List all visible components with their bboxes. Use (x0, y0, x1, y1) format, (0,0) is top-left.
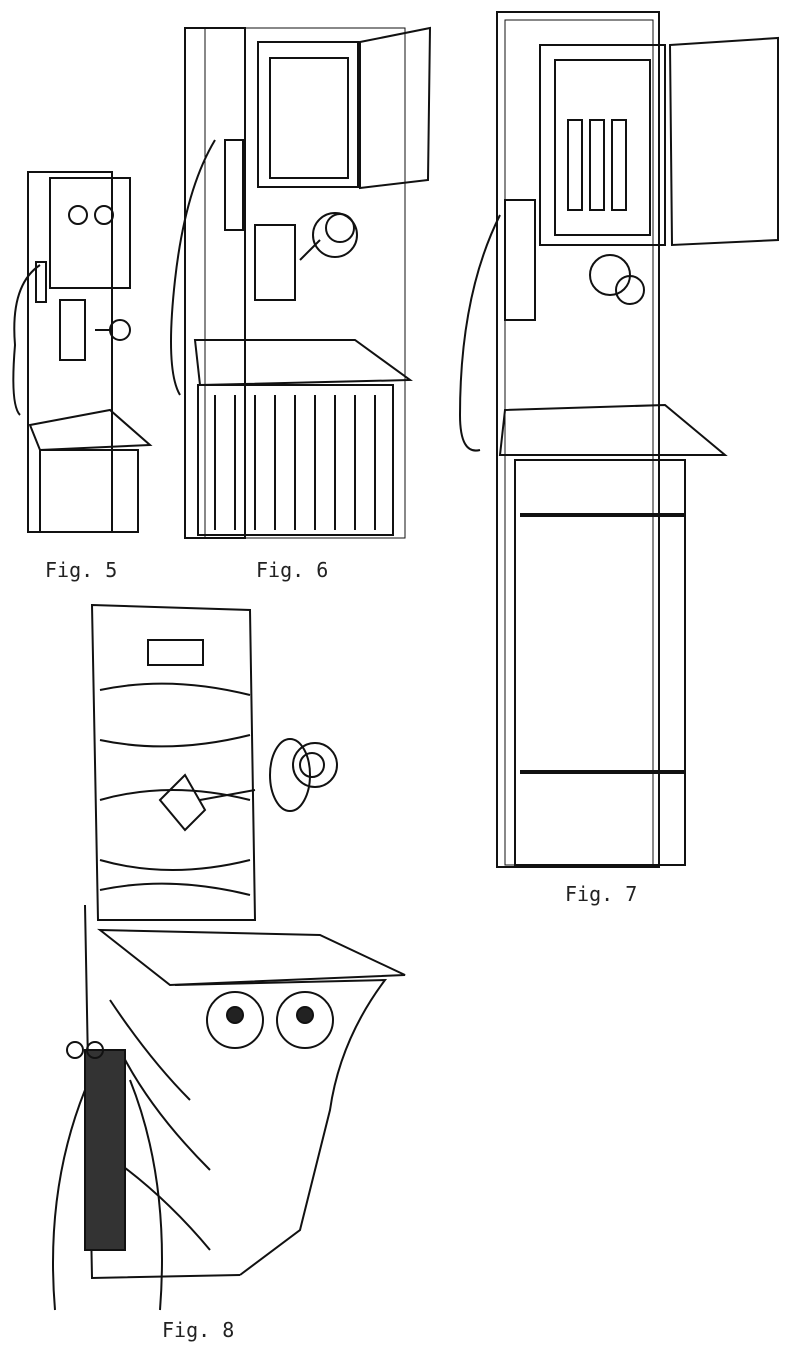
fig6-coin-telephone-illustration (170, 26, 432, 539)
figure-caption: Fig. 5 (45, 558, 118, 582)
figure-caption: Fig. 6 (256, 558, 329, 582)
fig7-coin-telephone-illustration (458, 11, 779, 868)
fig5-wall-telephone-illustration (12, 171, 153, 533)
figure-caption: Fig. 8 (162, 1318, 235, 1342)
fig8-wall-telephone-illustration (52, 603, 406, 1311)
figure-caption: Fig. 7 (565, 882, 638, 906)
